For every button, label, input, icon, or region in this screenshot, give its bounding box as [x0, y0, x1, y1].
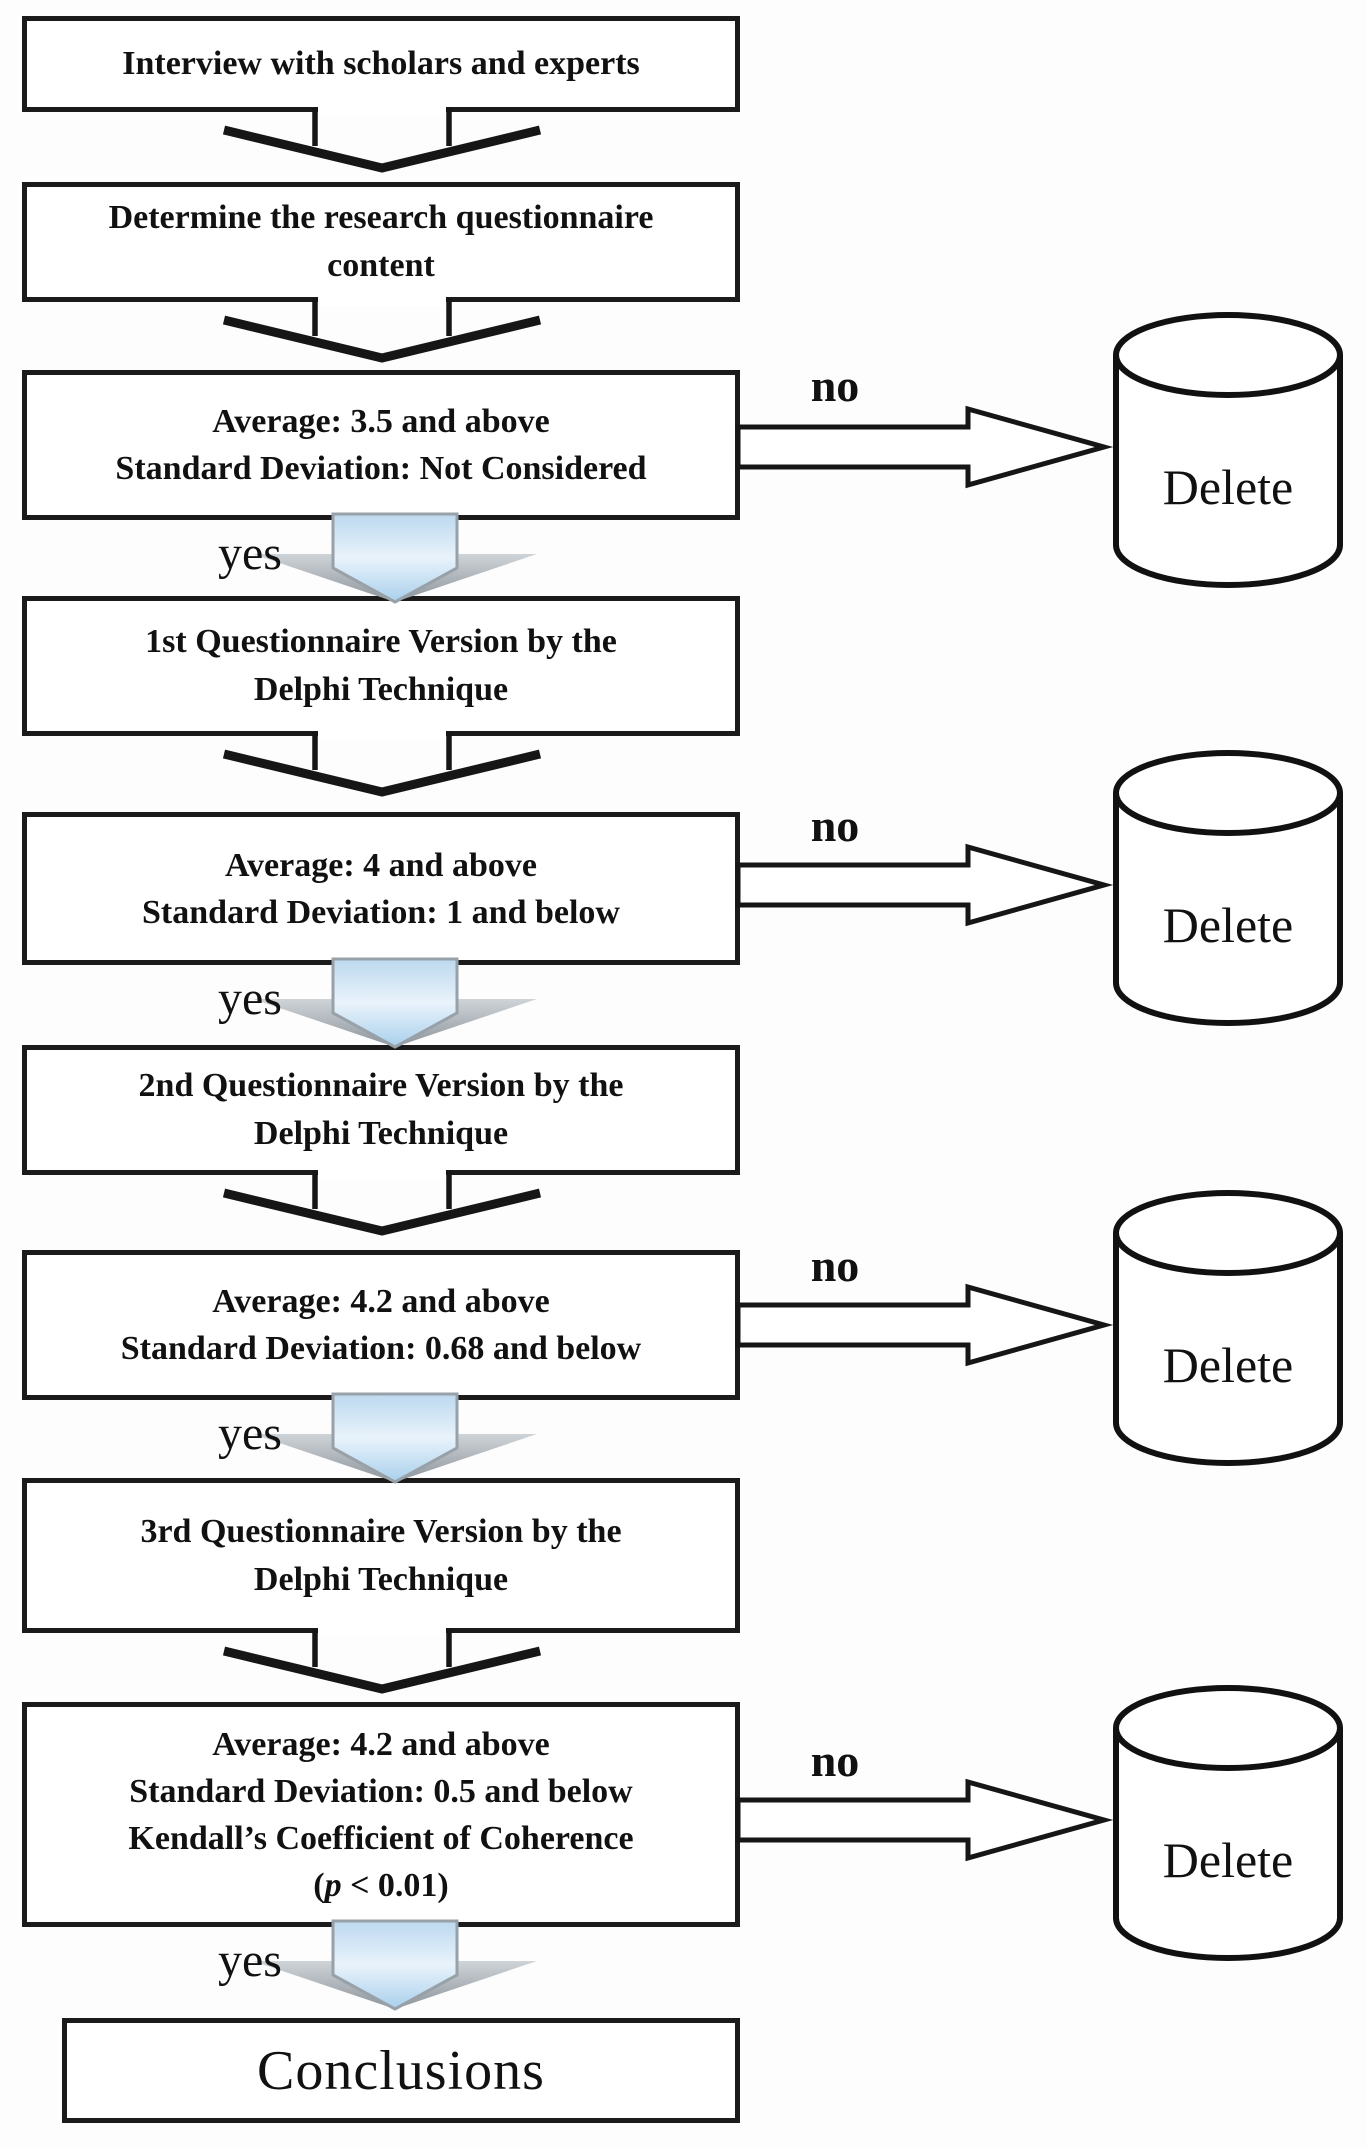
delete-database-icon	[1113, 750, 1343, 1026]
box-version-2: 2nd Questionnaire Version by the Delphi …	[22, 1045, 740, 1175]
box-text-line: Average: 4.2 and above	[212, 1283, 550, 1320]
delete-label: Delete	[1162, 1337, 1294, 1393]
box-text-line: Delphi Technique	[253, 1115, 509, 1152]
p-value-symbol: p	[324, 1866, 342, 1904]
down-arrow-icon	[222, 106, 542, 173]
box-text-line: Delphi Technique	[253, 1560, 509, 1598]
no-arrow-icon	[735, 405, 1114, 489]
no-label: no	[810, 1735, 860, 1786]
box-text-line: 2nd Questionnaire Version by the	[138, 1067, 624, 1104]
box-text-line: Conclusions	[257, 2039, 545, 2102]
yes-arrow-icon	[253, 957, 537, 1049]
box-text-line: Determine the research questionnaire	[108, 199, 654, 236]
box-text-line: 3rd Questionnaire Version by the	[140, 1512, 622, 1550]
delete-database-icon	[1113, 312, 1343, 588]
box-screen-1: Average: 3.5 and above Standard Deviatio…	[22, 370, 740, 520]
delete-label: Delete	[1162, 459, 1294, 515]
box-text-line: 1st Questionnaire Version by the	[145, 623, 617, 660]
box-conclusions: Conclusions	[62, 2018, 740, 2123]
box-version-1: 1st Questionnaire Version by the Delphi …	[22, 596, 740, 736]
yes-label: yes	[218, 1407, 282, 1460]
box-text-line: Average: 4.2 and above	[212, 1725, 550, 1763]
no-label: no	[810, 800, 860, 851]
yes-label: yes	[218, 527, 282, 580]
no-arrow-icon	[735, 1778, 1114, 1862]
yes-label: yes	[218, 1934, 282, 1987]
p-value-paren: (	[313, 1866, 325, 1904]
p-value-rest: < 0.01)	[341, 1866, 449, 1904]
delete-database-icon	[1113, 1685, 1343, 1961]
down-arrow-icon	[222, 730, 542, 797]
box-text-line: Delphi Technique	[253, 671, 509, 708]
box-text-line: Standard Deviation: 0.5 and below	[129, 1772, 633, 1810]
box-text-line: Standard Deviation: Not Considered	[115, 450, 647, 487]
box-text-line: Average: 4 and above	[225, 846, 537, 884]
box-interview: Interview with scholars and experts	[22, 16, 740, 112]
no-arrow-icon	[735, 843, 1114, 927]
down-arrow-icon	[222, 1169, 542, 1236]
down-arrow-icon	[222, 1627, 542, 1694]
box-text-line: Standard Deviation: 1 and below	[142, 893, 620, 931]
box-text-line: Average: 3.5 and above	[212, 403, 550, 440]
box-screen-4: Average: 4.2 and above Standard Deviatio…	[22, 1702, 740, 1927]
box-text-line: content	[327, 247, 435, 284]
box-screen-3: Average: 4.2 and above Standard Deviatio…	[22, 1250, 740, 1400]
delete-label: Delete	[1162, 1832, 1294, 1888]
delete-database-icon	[1113, 1190, 1343, 1466]
box-determine: Determine the research questionnaire con…	[22, 182, 740, 302]
down-arrow-icon	[222, 296, 542, 363]
box-text-line: Kendall’s Coefficient of Coherence	[128, 1819, 634, 1857]
no-label: no	[810, 360, 860, 411]
yes-arrow-icon	[253, 512, 537, 604]
yes-label: yes	[218, 972, 282, 1025]
no-arrow-icon	[735, 1283, 1114, 1367]
yes-arrow-icon	[253, 1392, 537, 1484]
delete-label: Delete	[1162, 897, 1294, 953]
box-screen-2: Average: 4 and above Standard Deviation:…	[22, 812, 740, 965]
no-label: no	[810, 1240, 860, 1291]
box-version-3: 3rd Questionnaire Version by the Delphi …	[22, 1478, 740, 1633]
box-text-line: Standard Deviation: 0.68 and below	[120, 1330, 642, 1367]
box-text-line: Interview with scholars and experts	[122, 45, 640, 82]
yes-arrow-icon	[253, 1919, 537, 2011]
box-text-line-p-value: (p < 0.01)	[313, 1862, 449, 1909]
